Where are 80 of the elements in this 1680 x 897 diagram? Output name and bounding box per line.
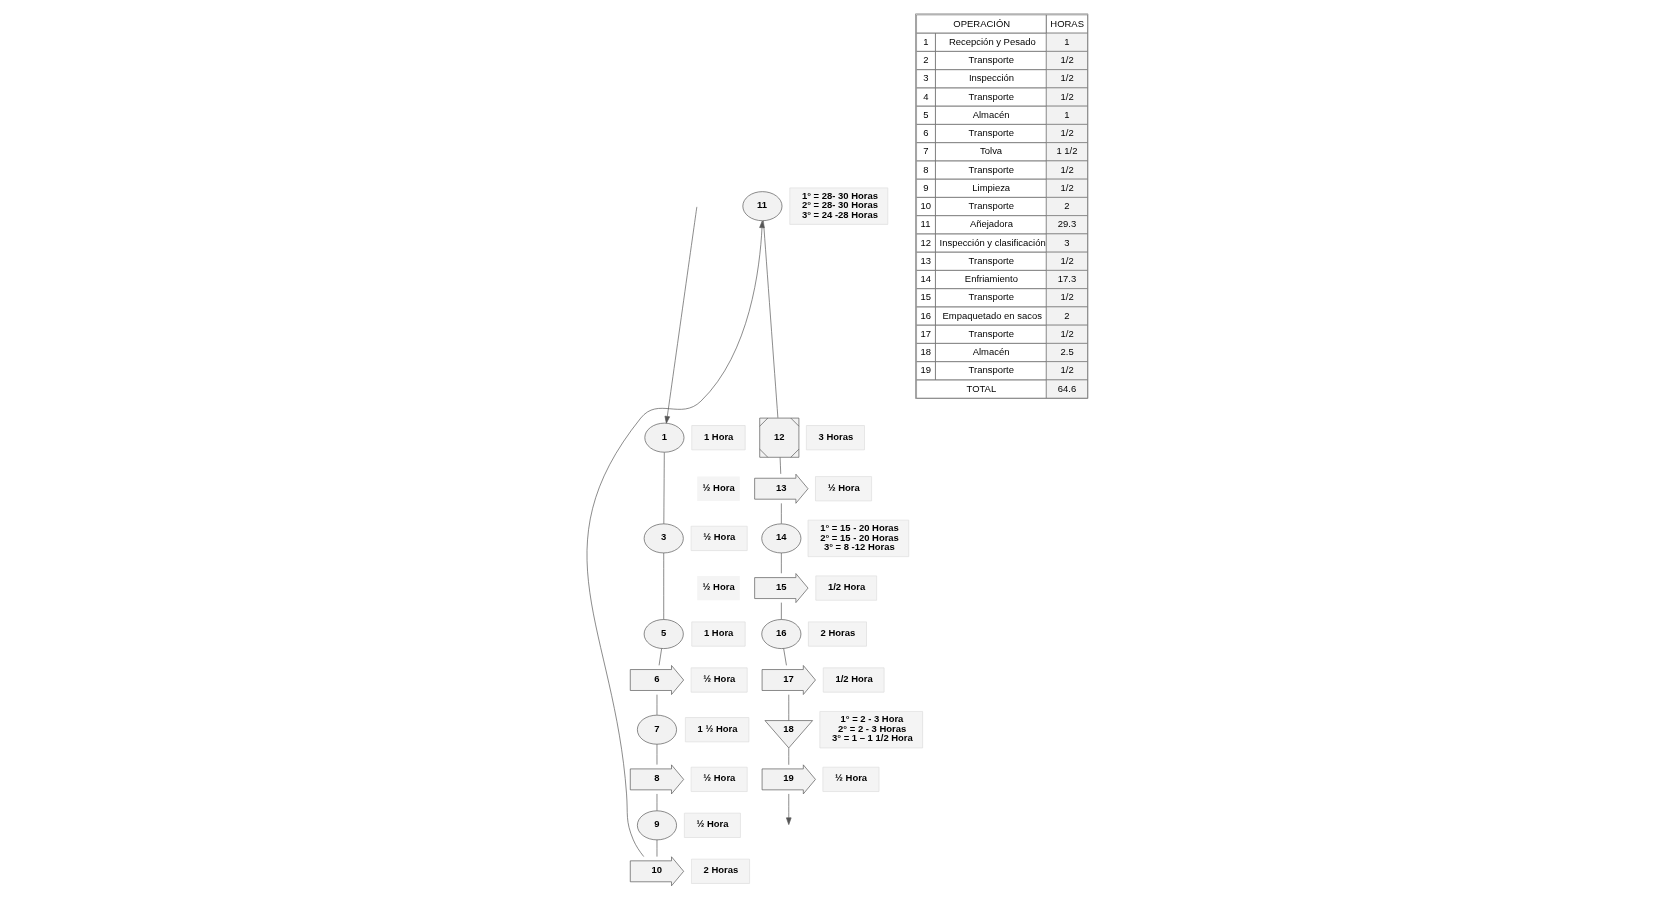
label: 1/2: [1060, 254, 1074, 266]
label: Transporte: [968, 364, 1014, 376]
label: 1/2: [1060, 90, 1074, 102]
label: 9: [923, 181, 929, 193]
label: Recepción y Pesado: [948, 35, 1036, 47]
label: Transporte: [968, 54, 1014, 65]
node-label: 1 Hora: [703, 430, 734, 442]
label: 1/2: [1060, 163, 1074, 175]
node-label: ½ Hora: [703, 772, 736, 784]
label: 2: [923, 54, 929, 65]
label: 1/2: [1060, 327, 1074, 339]
label: 2: [1064, 309, 1070, 321]
label: 17: [920, 327, 932, 339]
node-label: 1° = 15 - 20 Horas 2° = 15 - 20 Horas 3° = 8 -12 Horas: [820, 522, 899, 553]
label: 4: [923, 90, 929, 102]
label: Transporte: [968, 200, 1014, 212]
label: 1: [1064, 108, 1070, 120]
label: Inspección: [968, 72, 1015, 84]
node-label: 1/2 Hora: [827, 580, 866, 592]
label: 8: [923, 163, 929, 175]
label: 13: [920, 254, 932, 266]
label: Tolva: [980, 145, 1003, 157]
label: Transporte: [968, 254, 1014, 266]
label: Almacén: [972, 346, 1010, 358]
label: Transporte: [968, 327, 1014, 339]
label: 6: [923, 127, 929, 139]
label: 16: [920, 309, 932, 321]
node-label: ½ Hora: [703, 531, 736, 543]
label: 3: [923, 72, 929, 84]
node-label: ½ Hora: [835, 772, 868, 784]
node-label: ½ Hora: [827, 481, 860, 493]
label: 1: [1064, 35, 1070, 47]
label: 12: [920, 236, 932, 248]
node-label: 2 Horas: [820, 626, 856, 638]
label: 19: [920, 364, 932, 376]
label: 1/2: [1060, 72, 1074, 84]
label: ½ Hora: [702, 580, 735, 592]
label: 10: [920, 200, 932, 212]
node-label: 2 Horas: [703, 864, 739, 876]
label: 2.5: [1060, 346, 1074, 358]
label: 1 1/2: [1056, 145, 1078, 157]
label: 1/2: [1060, 291, 1074, 303]
label: 1/2: [1060, 127, 1074, 139]
label: 18: [920, 346, 932, 358]
node-label: 1 ½ Hora: [697, 722, 738, 734]
label: 14: [920, 273, 932, 285]
label: 29.3: [1057, 218, 1077, 230]
node-label: 1/2 Hora: [835, 672, 873, 684]
node-label: 1° = 2 - 3 Hora 2° = 2 - 3 Horas 3° = 1 – 1 1/2 Hora: [832, 713, 913, 744]
label: 1/2: [1060, 364, 1074, 376]
label: 7: [923, 145, 929, 157]
label: HORAS: [1050, 17, 1084, 29]
label: 2: [1064, 200, 1070, 212]
label: 64.6: [1057, 382, 1077, 394]
label: 11: [920, 218, 931, 230]
label: ½ Hora: [702, 481, 735, 493]
label: Añejadora: [969, 218, 1014, 230]
label: Empaquetado en sacos: [942, 309, 1042, 321]
label: 3: [1064, 236, 1070, 248]
label: Limpieza: [972, 181, 1011, 193]
label: TOTAL: [966, 382, 997, 394]
node-label: 3 Horas: [818, 430, 854, 442]
label: 1/2: [1060, 181, 1074, 193]
label: Transporte: [968, 90, 1014, 102]
label: Enfriamiento: [964, 273, 1018, 285]
label: 1: [923, 35, 929, 47]
node-label: ½ Hora: [696, 818, 729, 830]
label: Transporte: [968, 163, 1014, 175]
label: 15: [920, 291, 932, 303]
node-label: 1° = 28- 30 Horas 2° = 28- 30 Horas 3° = 24 -28 Horas: [801, 189, 879, 220]
label: Almacén: [972, 108, 1010, 120]
label: 5: [923, 108, 929, 120]
label: 1/2: [1060, 54, 1074, 65]
label: Transporte: [968, 127, 1014, 139]
node-label: ½ Hora: [703, 672, 736, 684]
node-label: 1 Hora: [703, 626, 734, 638]
label: Transporte: [968, 291, 1014, 303]
label: OPERACIÓN: [953, 17, 1011, 29]
label: 17.3: [1057, 273, 1077, 285]
label: Inspección y clasificación: [939, 236, 1046, 248]
